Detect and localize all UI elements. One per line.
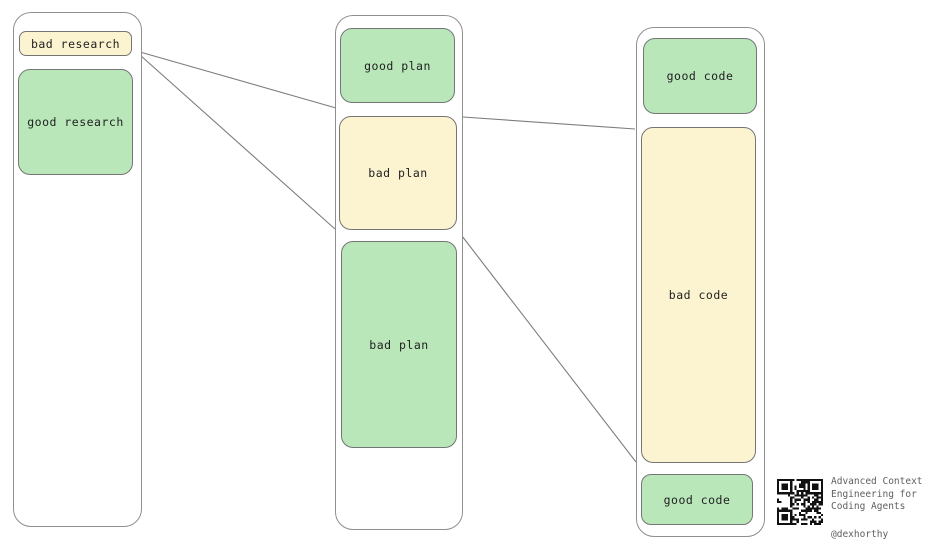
attribution-line: Engineering for — [831, 488, 917, 500]
box-good-research: good research — [18, 69, 133, 175]
box-bad-code: bad code — [641, 127, 756, 463]
attribution-handle: @dexhorthy — [831, 529, 889, 540]
qr-code — [777, 479, 823, 525]
attribution-line: Coding Agents — [831, 501, 906, 512]
box-bad-research: bad research — [19, 31, 132, 56]
box-bad-plan-green: bad plan — [341, 241, 457, 448]
attribution-text: Advanced Context Engineering for Coding … — [831, 476, 923, 514]
attribution-line: Advanced Context — [831, 476, 923, 487]
box-bad-plan-yellow: bad plan — [339, 116, 457, 230]
box-good-code-bottom: good code — [641, 474, 753, 525]
box-good-plan: good plan — [340, 28, 455, 103]
box-good-code-top: good code — [643, 38, 757, 114]
